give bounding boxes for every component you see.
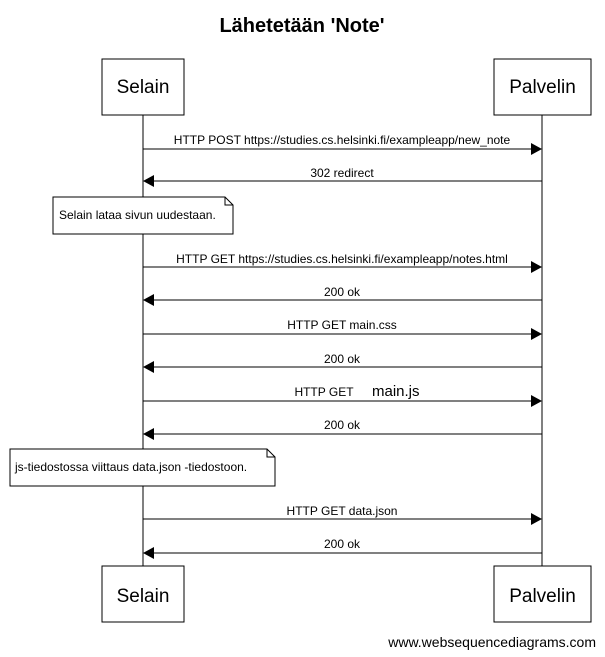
message-label: 302 redirect: [310, 166, 374, 180]
participant-palvelin-label: Palvelin: [509, 586, 576, 607]
participant-selain-bottom: Selain: [101, 565, 185, 623]
message-label: HTTP GET https://studies.cs.helsinki.fi/…: [176, 252, 508, 266]
message-get-notes-html: HTTP GET https://studies.cs.helsinki.fi/…: [143, 252, 542, 273]
message-200-ok: 200 ok: [143, 537, 542, 559]
arrowhead-icon: [143, 547, 154, 559]
arrowhead-icon: [531, 328, 542, 340]
arrowhead-icon: [143, 175, 154, 187]
arrowhead-icon: [531, 395, 542, 407]
message-get-main-js: HTTP GET main.js: [143, 383, 542, 407]
message-200-ok: 200 ok: [143, 352, 542, 373]
message-label: HTTP GET data.json: [287, 504, 398, 518]
message-label-extra: main.js: [372, 383, 420, 400]
message-label: HTTP GET: [294, 385, 354, 399]
participant-selain-label: Selain: [117, 586, 170, 607]
note-reload: Selain lataa sivun uudestaan.: [52, 196, 234, 235]
arrowhead-icon: [143, 294, 154, 306]
message-get-data-json: HTTP GET data.json: [143, 504, 542, 525]
message-label: HTTP GET main.css: [287, 318, 397, 332]
arrowhead-icon: [531, 261, 542, 273]
message-label: 200 ok: [324, 418, 361, 432]
participant-palvelin-label: Palvelin: [509, 77, 576, 98]
participant-selain-top: Selain: [101, 58, 185, 116]
diagram-title: Lähetetään 'Note': [219, 15, 384, 37]
note-text: js-tiedostossa viittaus data.json -tiedo…: [14, 460, 247, 474]
message-label: 200 ok: [324, 537, 361, 551]
message-get-main-css: HTTP GET main.css: [143, 318, 542, 340]
participant-selain-label: Selain: [117, 77, 170, 98]
footer-link[interactable]: www.websequencediagrams.com: [387, 634, 596, 650]
message-label: 200 ok: [324, 352, 361, 366]
message-label: HTTP POST https://studies.cs.helsinki.fi…: [174, 133, 511, 147]
arrowhead-icon: [143, 428, 154, 440]
message-200-ok: 200 ok: [143, 418, 542, 440]
message-post-new-note: HTTP POST https://studies.cs.helsinki.fi…: [143, 133, 542, 155]
arrowhead-icon: [143, 361, 154, 373]
arrowhead-icon: [531, 513, 542, 525]
note-text: Selain lataa sivun uudestaan.: [59, 208, 216, 222]
message-302-redirect: 302 redirect: [143, 166, 542, 187]
note-data-json: js-tiedostossa viittaus data.json -tiedo…: [9, 448, 276, 487]
participant-palvelin-top: Palvelin: [493, 58, 592, 116]
participant-palvelin-bottom: Palvelin: [493, 565, 592, 623]
message-label: 200 ok: [324, 285, 361, 299]
message-200-ok: 200 ok: [143, 285, 542, 306]
arrowhead-icon: [531, 143, 542, 155]
